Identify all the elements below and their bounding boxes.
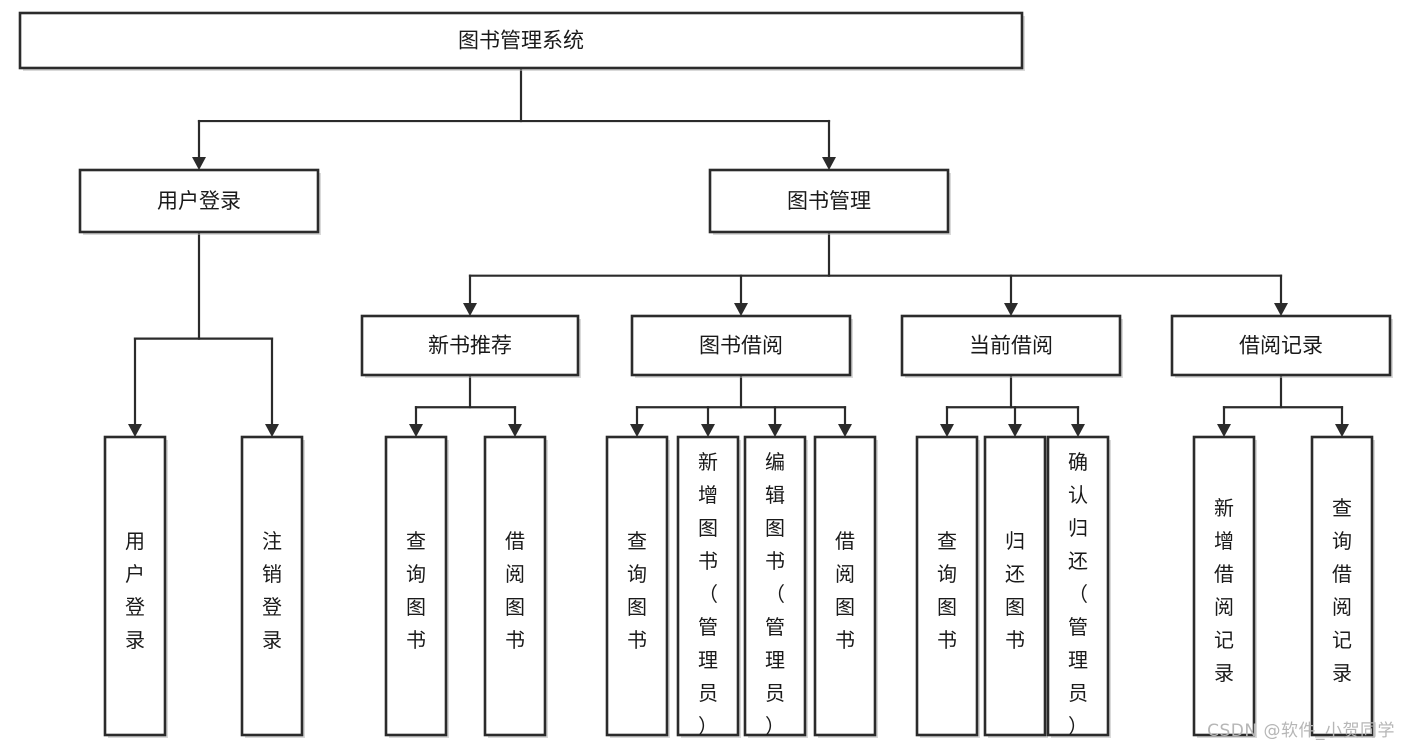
arrow-head [940,424,954,437]
node-box[interactable] [915,435,979,737]
node-box[interactable] [708,168,950,234]
node-label: 查询图书 [937,529,957,652]
node-label: 查询借阅记录 [1332,496,1352,685]
node-leaf-borrow-query-book[interactable]: 查询图书 [605,435,670,738]
arrow-head [265,424,279,437]
node-leaf-logout[interactable]: 注销登录 [240,435,305,738]
node-box[interactable] [240,435,304,737]
node-box[interactable] [1170,314,1392,377]
arrow-head [734,303,748,316]
node-book-manage[interactable]: 图书管理 [708,168,951,235]
node-box[interactable] [1192,435,1256,737]
node-label: 新增图书（管理员） [698,450,718,738]
arrow-head [192,157,206,170]
arrow-head [768,424,782,437]
node-label: 图书管理系统 [458,29,584,53]
node-leaf-borrow-book[interactable]: 借阅图书 [813,435,878,738]
node-label: 新增借阅记录 [1214,496,1234,685]
arrow-head [1071,424,1085,437]
node-new-book-rec[interactable]: 新书推荐 [360,314,581,378]
node-leaf-add-book[interactable]: 新增图书（管理员） [676,435,741,738]
arrow-head [822,157,836,170]
node-box[interactable] [78,168,320,234]
node-box[interactable] [983,435,1047,737]
node-leaf-rec-borrow-book[interactable]: 借阅图书 [483,435,548,738]
node-box[interactable] [483,435,547,737]
node-label: 图书管理 [787,189,871,213]
node-leaf-add-record[interactable]: 新增借阅记录 [1192,435,1257,738]
node-box[interactable] [743,435,807,737]
node-box[interactable] [900,314,1122,377]
edges-layer [128,66,1349,437]
node-box[interactable] [1310,435,1374,737]
arrow-head [630,424,644,437]
node-label: 借阅图书 [835,529,855,652]
arrow-head [1008,424,1022,437]
arrow-head [508,424,522,437]
arrow-head [1274,303,1288,316]
node-box[interactable] [103,435,167,737]
node-leaf-cur-query-book[interactable]: 查询图书 [915,435,980,738]
node-label: 归还图书 [1005,529,1025,652]
node-label: 注销登录 [262,529,282,652]
node-box[interactable] [1046,435,1110,737]
node-label: 图书借阅 [699,334,783,358]
node-box[interactable] [676,435,740,737]
node-box[interactable] [18,11,1024,70]
node-label: 当前借阅 [969,334,1053,358]
node-box[interactable] [630,314,852,377]
node-box[interactable] [360,314,580,377]
arrow-head [1217,424,1231,437]
node-label: 用户登录 [125,529,145,652]
node-user-login[interactable]: 用户登录 [78,168,321,235]
node-label: 借阅记录 [1239,334,1323,358]
node-label: 新书推荐 [428,334,512,358]
node-box[interactable] [605,435,669,737]
node-label: 查询图书 [627,529,647,652]
arrow-head [463,303,477,316]
node-label: 用户登录 [157,189,241,213]
arrow-head [1335,424,1349,437]
arrow-head [128,424,142,437]
node-label: 借阅图书 [505,529,525,652]
node-leaf-edit-book[interactable]: 编辑图书（管理员） [743,435,808,738]
node-label: 查询图书 [406,529,426,652]
arrow-head [838,424,852,437]
node-leaf-query-record[interactable]: 查询借阅记录 [1310,435,1375,738]
node-box[interactable] [813,435,877,737]
node-leaf-confirm-return[interactable]: 确认归还（管理员） [1046,435,1111,738]
node-book-borrow[interactable]: 图书借阅 [630,314,853,378]
nodes-layer: 图书管理系统用户登录图书管理新书推荐图书借阅当前借阅借阅记录用户登录注销登录查询… [18,11,1393,738]
node-label: 编辑图书（管理员） [765,450,785,738]
node-leaf-return-book[interactable]: 归还图书 [983,435,1048,738]
arrow-head [409,424,423,437]
arrow-head [701,424,715,437]
node-box[interactable] [384,435,448,737]
node-root[interactable]: 图书管理系统 [18,11,1025,71]
node-borrow-record[interactable]: 借阅记录 [1170,314,1393,378]
node-current-borrow[interactable]: 当前借阅 [900,314,1123,378]
node-leaf-user-login[interactable]: 用户登录 [103,435,168,738]
arrow-head [1004,303,1018,316]
node-label: 确认归还（管理员） [1068,450,1088,738]
node-leaf-rec-query-book[interactable]: 查询图书 [384,435,449,738]
